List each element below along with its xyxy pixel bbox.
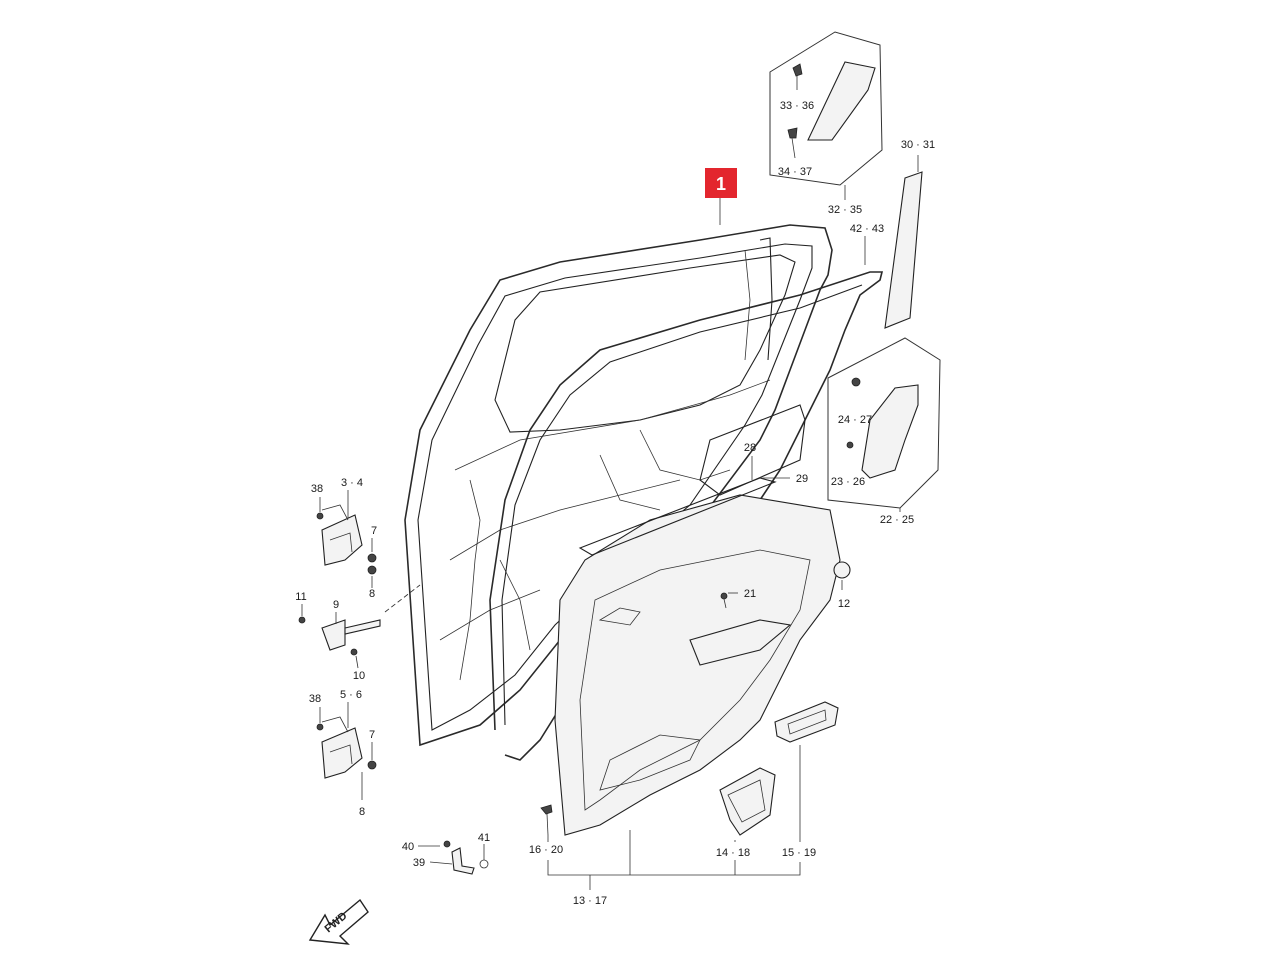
lower-hinge — [316, 716, 377, 779]
trim-screw — [720, 592, 728, 609]
callout-11: 11 — [295, 591, 306, 603]
callout-3-4: 3 · 4 — [341, 477, 363, 489]
callout-33-36: 33 · 36 — [780, 100, 814, 112]
leader-lines — [301, 155, 919, 890]
callout-41: 41 — [478, 832, 490, 844]
callout-9: 9 — [333, 599, 339, 611]
callout-42-43: 42 · 43 — [850, 223, 884, 235]
fwd-arrow-icon: FWD — [308, 898, 369, 945]
door-check — [298, 584, 421, 656]
door-trim-panel — [554, 494, 841, 836]
callout-16-20: 16 · 20 — [529, 844, 563, 856]
callout-5-6: 5 · 6 — [340, 689, 362, 701]
callout-38-upper: 38 — [311, 483, 323, 495]
callout-7-lower: 7 — [369, 729, 375, 741]
badge-label: 1 — [716, 174, 726, 194]
callout-7-upper: 7 — [371, 525, 377, 537]
handle-bezel — [719, 767, 776, 836]
trim-clip — [540, 804, 553, 836]
callout-40: 40 — [402, 841, 414, 853]
bracket — [443, 840, 489, 875]
upper-hinge — [316, 504, 377, 575]
corner-cover-detail — [769, 31, 883, 186]
callout-13-17: 13 · 17 — [573, 895, 607, 907]
callout-23-26: 23 · 26 — [831, 476, 865, 488]
handle-cover-detail — [827, 337, 941, 509]
callout-8-upper: 8 — [369, 588, 375, 600]
callout-30-31: 30 · 31 — [901, 139, 935, 151]
pillar-trim — [884, 171, 923, 329]
callout-22-25: 22 · 25 — [880, 514, 914, 526]
belt-moulding — [578, 404, 806, 556]
callout-34-37: 34 · 37 — [778, 166, 812, 178]
badge-background — [705, 168, 737, 198]
callout-labels: 33 · 36 34 · 37 32 · 35 30 · 31 42 · 43 … — [295, 100, 935, 907]
callout-29: 29 — [796, 473, 808, 485]
callout-8-lower: 8 — [359, 806, 365, 818]
callout-14-18: 14 · 18 — [716, 847, 750, 859]
callout-39: 39 — [413, 857, 425, 869]
callout-28: 28 — [744, 442, 756, 454]
hole-plug — [833, 561, 851, 579]
part-1-badge[interactable]: 1 — [705, 168, 737, 198]
callout-15-19: 15 · 19 — [782, 847, 816, 859]
switch-bezel — [774, 701, 839, 743]
callout-10: 10 — [353, 670, 365, 682]
callout-12: 12 — [838, 598, 850, 610]
callout-24-27: 24 · 27 — [838, 414, 872, 426]
callout-32-35: 32 · 35 — [828, 204, 862, 216]
callout-38-lower: 38 — [309, 693, 321, 705]
callout-21: 21 — [744, 588, 756, 600]
